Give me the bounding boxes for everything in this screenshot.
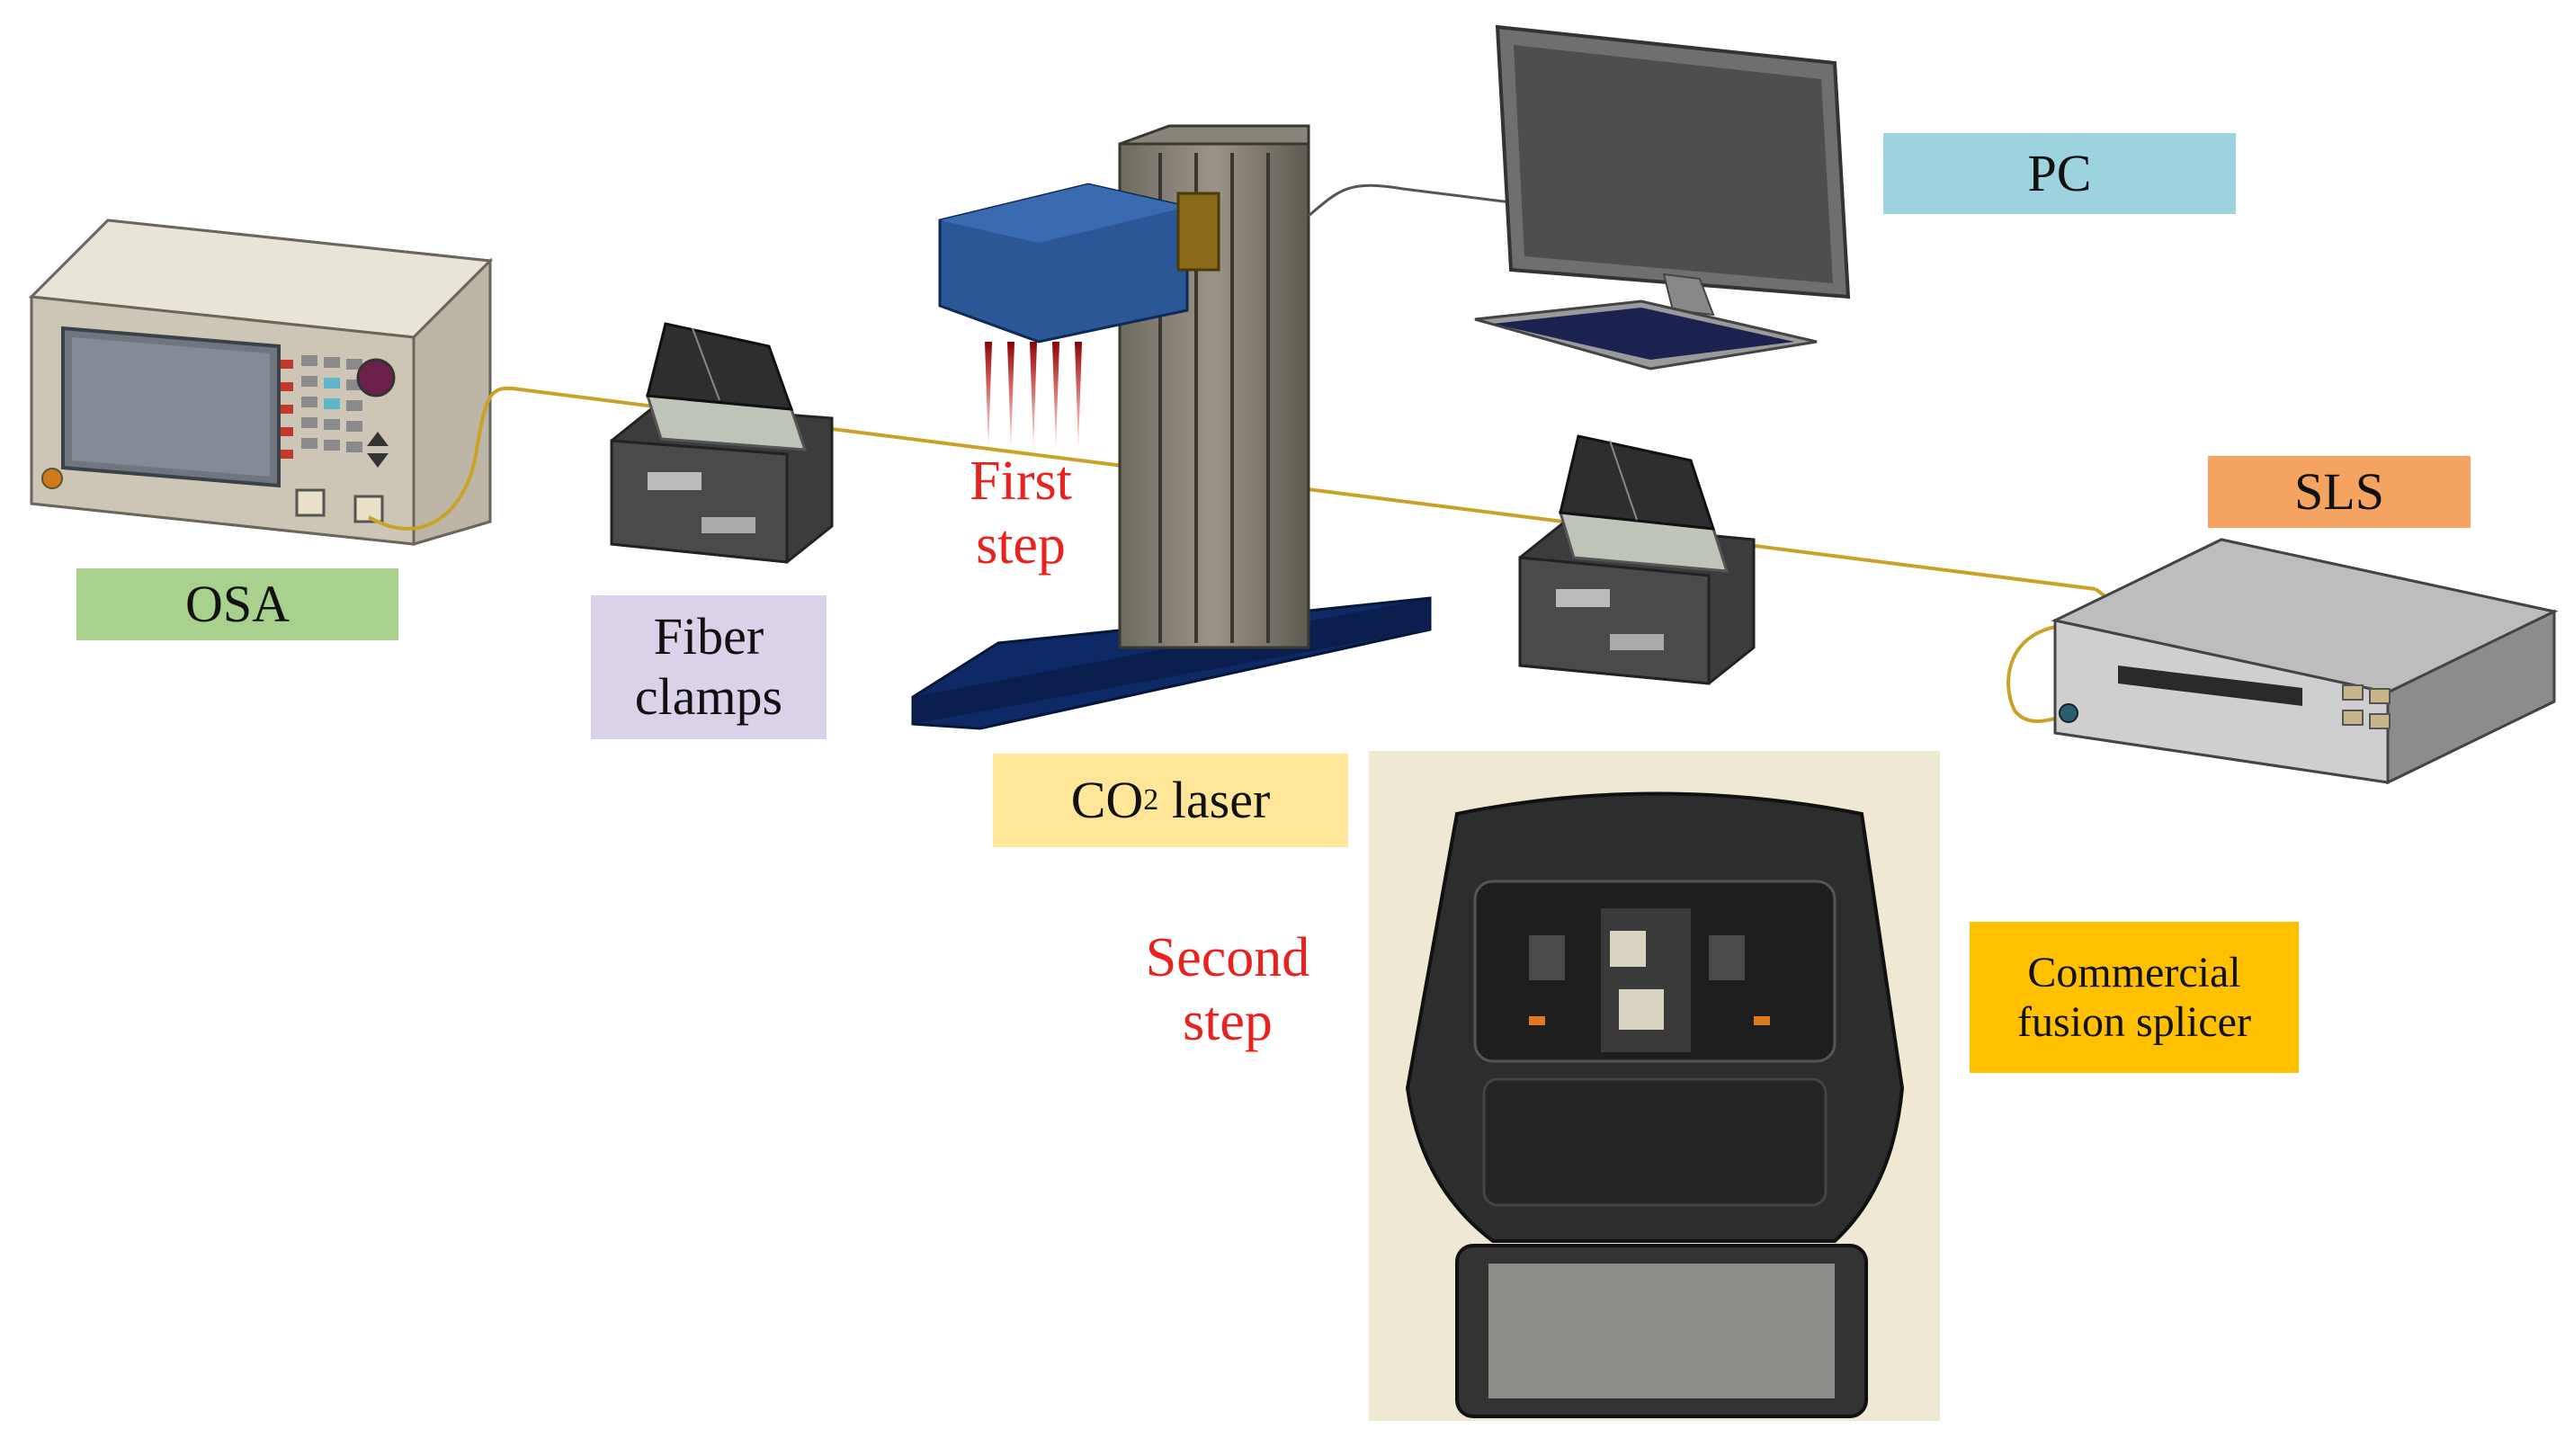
- osa-label-text: OSA: [184, 574, 290, 633]
- sls-label: SLS: [2208, 456, 2471, 528]
- laser-beams: [985, 342, 1082, 450]
- osa-instrument: [28, 219, 494, 547]
- fusion-splicer-photo: [1369, 751, 1940, 1421]
- fusion-splicer-label: Commercial fusion splicer: [1970, 922, 2299, 1073]
- osa-label: OSA: [76, 568, 398, 640]
- fusion-splicer-label-line1: Commercial: [2027, 948, 2241, 996]
- pc-computer: [1474, 24, 1851, 371]
- fiber-clamps-label-line1: Fiber: [653, 607, 764, 666]
- fiber-clamps-label: Fiber clamps: [591, 595, 827, 739]
- fiber-clamp-right: [1518, 434, 1756, 685]
- co2-label-subscript: 2: [1143, 783, 1159, 817]
- second-step-line2: step: [1183, 991, 1273, 1053]
- pc-label: PC: [1883, 133, 2236, 214]
- sls-label-text: SLS: [2294, 461, 2384, 521]
- sls-source: [2051, 538, 2559, 785]
- fiber-clamp-left: [610, 322, 834, 564]
- first-step-annotation: First step: [940, 450, 1102, 578]
- fiber-clamps-label-line2: clamps: [634, 667, 783, 726]
- pc-label-text: PC: [2027, 143, 2092, 202]
- co2-laser-system: [911, 124, 1512, 730]
- fusion-splicer-label-line2: fusion splicer: [2017, 998, 2251, 1046]
- co2-label-prefix: CO: [1070, 770, 1144, 829]
- first-step-line1: First: [970, 451, 1072, 512]
- second-step-line1: Second: [1145, 927, 1310, 988]
- co2-label-suffix: laser: [1158, 770, 1271, 829]
- second-step-annotation: Second step: [1120, 926, 1336, 1055]
- first-step-line2: step: [976, 514, 1066, 576]
